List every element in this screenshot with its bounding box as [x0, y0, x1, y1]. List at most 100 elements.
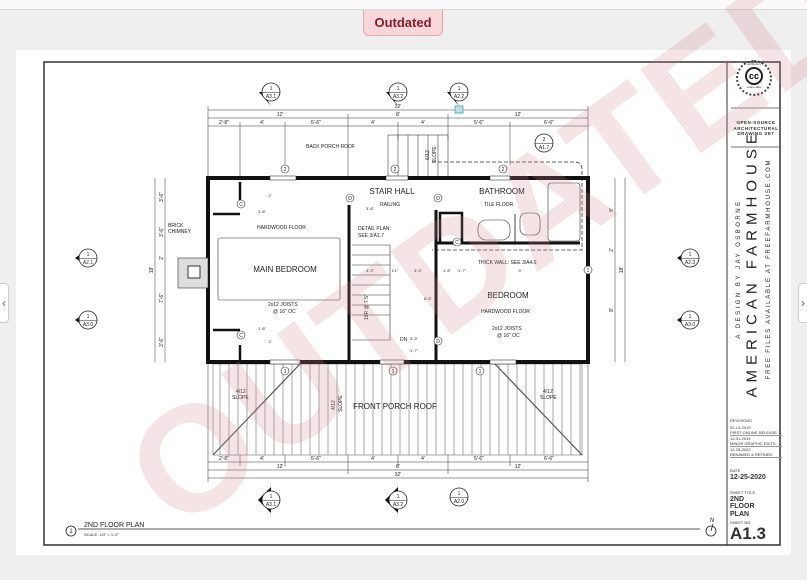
section-marker[interactable]: 1A2.3: [677, 248, 700, 268]
dim-label: 4': [371, 120, 375, 126]
sheet-title-label: SHEET TITLE: [730, 490, 756, 495]
tag-label: 2: [394, 167, 397, 173]
dim-label: 1'-7": [458, 268, 467, 273]
plan-number: 1: [69, 529, 73, 535]
top-toolbar: [0, 0, 807, 10]
dim-label: 1'-7": [410, 348, 419, 353]
tag-closet: C: [236, 330, 246, 340]
marker-number: 1: [397, 86, 400, 92]
dim-label: 4': [421, 120, 425, 126]
section-marker[interactable]: 1A3.1: [259, 82, 281, 106]
tag-label: D: [436, 196, 440, 202]
dim-label: 3'-3": [410, 336, 419, 341]
designer-credit: A DESIGN BY JAY OSBORNE: [736, 199, 742, 339]
date-block: DATE 12-25-2020: [730, 468, 782, 483]
dim-label: 2': [269, 193, 272, 198]
section-marker[interactable]: 1A3.0: [677, 310, 700, 330]
dim-label: 18': [619, 267, 625, 274]
dim-label: 3'-6": [159, 227, 165, 237]
marker-number: 1: [87, 314, 90, 320]
license-top-text: attribution: [747, 62, 761, 66]
dim-label: 2': [609, 248, 615, 252]
front-porch-roof: [212, 363, 583, 456]
tag-label: 1: [479, 369, 482, 375]
dim-label: 5'-6": [311, 120, 321, 126]
cc-icon: cc: [745, 67, 763, 85]
next-page-button[interactable]: ›: [798, 283, 807, 323]
sink: [477, 219, 511, 241]
marker-number: 1: [397, 494, 400, 500]
license-bottom-text: share-alike: [746, 85, 762, 89]
dim-label: 3'-3": [414, 268, 423, 273]
side-dimensions: 18' 3'-6" 3'-6" 2' 7'-6" 3'-6" 18' 8' 2'…: [149, 192, 625, 347]
marker-sheet: A3.0: [83, 322, 94, 328]
revisions-label: REVISIONS: [730, 418, 752, 423]
note: 6/12: [425, 150, 431, 160]
section-marker[interactable]: 1A2.0: [449, 487, 469, 507]
dim-label: 3'-6": [159, 337, 165, 347]
section-marker[interactable]: 1A3.0: [75, 310, 98, 330]
marker-sheet: A3.1: [266, 94, 277, 100]
dim-label: 1'-6": [258, 209, 267, 214]
dim-label: 8': [396, 464, 400, 470]
set-line: OPEN-SOURCE: [736, 120, 776, 125]
tag-label: C: [239, 333, 243, 339]
note: SLOPE: [338, 395, 344, 412]
north-arrow-label: N: [710, 518, 715, 524]
note: TILE FLOOR: [484, 202, 514, 208]
dim-label: 4': [260, 120, 264, 126]
tag-closet: C: [236, 199, 246, 209]
marker-number: 1: [458, 86, 461, 92]
room-bedroom: BEDROOM: [487, 291, 529, 300]
drawing-sheet: [16, 50, 791, 555]
dim-label: 12': [515, 464, 522, 470]
dimension-lines: [154, 106, 626, 482]
section-marker[interactable]: 2A1.7: [534, 133, 554, 153]
notes: BACK PORCH ROOF BRICK CHIMNEY HARDWOOD F…: [168, 144, 557, 412]
dim-label: 32': [395, 104, 402, 110]
sheet-title: 2ND FLOOR PLAN: [730, 496, 755, 518]
dim-label: 4': [371, 456, 375, 462]
plan-scale: SCALE: 1/4" = 1'-0": [84, 532, 119, 537]
tag-closet: C: [452, 237, 462, 247]
note: 2x12 JOISTS: [492, 326, 522, 332]
marker-sheet: A3.1: [266, 502, 277, 508]
section-marker[interactable]: 1A2.2: [447, 82, 469, 106]
section-marker[interactable]: 1A3.1: [258, 487, 281, 513]
set-line: ARCHITECTURAL: [733, 125, 779, 131]
tag-door: D: [433, 193, 443, 203]
tag-window1: 1: [475, 366, 485, 376]
note: @ 16" OC: [273, 309, 296, 315]
tag-label: 2: [284, 167, 287, 173]
room-bathroom: BATHROOM: [479, 187, 525, 196]
section-marker[interactable]: 1A2.1: [75, 248, 98, 268]
marker-number: 1: [270, 86, 273, 92]
tag-label: D: [436, 339, 440, 345]
tag-window1: 1: [280, 366, 290, 376]
section-marker[interactable]: 1A3.2: [386, 82, 408, 106]
marker-number: 1: [458, 491, 461, 497]
date-value: 12-25-2020: [730, 474, 766, 481]
dim-label: 3'-6": [159, 192, 165, 202]
marker-sheet: A2.2: [454, 94, 465, 100]
tag-window2: 2: [280, 164, 290, 174]
room-front-porch-roof: FRONT PORCH ROOF: [353, 402, 437, 411]
drawing-set-label: OPEN-SOURCE ARCHITECTURAL DRAWING SET: [730, 120, 782, 137]
tag-label: 2: [502, 167, 505, 173]
plan-title-text: 2ND FLOOR PLAN: [84, 522, 144, 529]
dim-label: 18': [149, 267, 155, 274]
stairs: [352, 244, 391, 341]
plan-title: 1 2ND FLOOR PLAN SCALE: 1/4" = 1'-0" N: [65, 518, 717, 537]
tag-label: C: [239, 202, 243, 208]
dim-label: 5'-6": [474, 456, 484, 462]
sheet-no-label: SHEET NO.: [730, 520, 752, 525]
selection-handle[interactable]: [454, 105, 464, 114]
north-arrow-icon: [705, 525, 717, 537]
prev-page-button[interactable]: ‹: [0, 283, 9, 323]
note: DN: [400, 337, 408, 343]
section-marker[interactable]: 1A3.2: [385, 487, 408, 513]
dim-label: 4': [260, 456, 264, 462]
dim-label: 2': [159, 256, 165, 260]
dim-label: 2': [269, 339, 272, 344]
